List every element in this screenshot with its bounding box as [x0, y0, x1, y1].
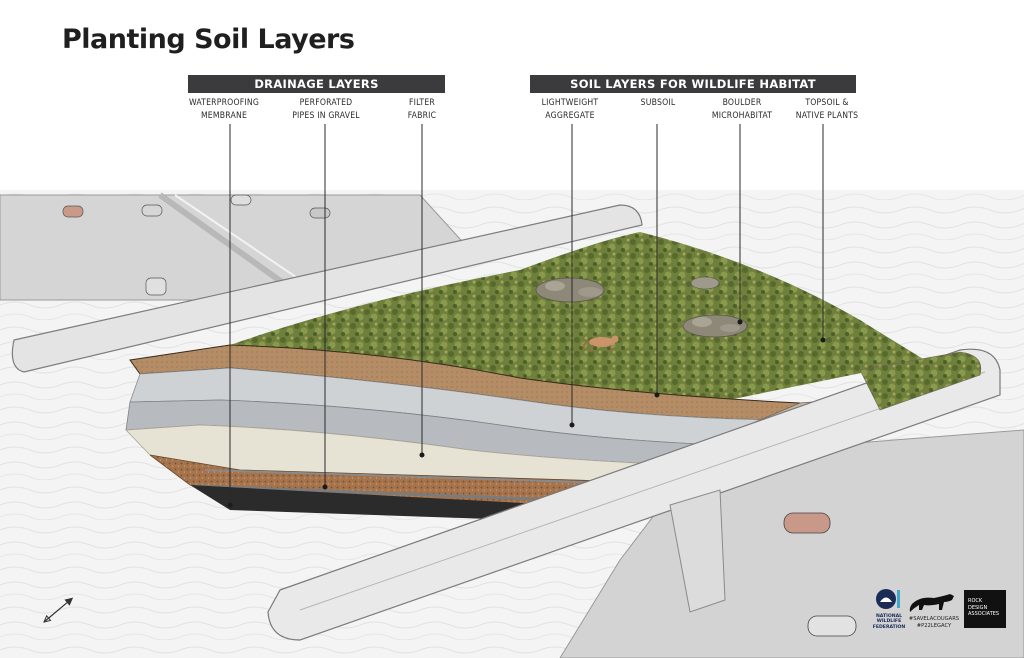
waterproofing-membrane-layer	[190, 485, 560, 520]
back-barrier-wall	[11, 204, 643, 373]
north-arrow-icon	[43, 597, 74, 623]
page-title: Planting Soil Layers	[62, 24, 355, 55]
label-subsoil: SUBSOIL	[640, 98, 676, 108]
right-vegetation-bed	[859, 351, 982, 411]
lower-cars	[783, 512, 857, 637]
upper-cars	[62, 194, 331, 296]
soil-layers-header: SOIL LAYERS FOR WILDLIFE HABITAT	[530, 75, 856, 93]
label-topsoil-native-plants: TOPSOIL & NATIVE PLANTS	[795, 98, 859, 121]
nwf-logo-text: NATIONAL WILDLIFE FEDERATION	[872, 614, 906, 630]
boulder-cluster-1	[535, 277, 605, 303]
label-filter-fabric: FILTER FABRIC	[407, 98, 437, 121]
cougar-figure	[582, 335, 619, 353]
perforated-pipe	[194, 484, 561, 502]
label-waterproofing-membrane: WATERPROOFING MEMBRANE	[188, 98, 260, 121]
hashtag-save-la-cougars: #SAVELACOUGARS	[908, 616, 960, 622]
drainage-layers-header: DRAINAGE LAYERS	[188, 75, 445, 93]
leader-endpoints	[227, 319, 826, 508]
leader-lines	[229, 124, 824, 505]
label-lightweight-aggregate: LIGHTWEIGHT AGGREGATE	[541, 98, 599, 121]
hashtag-p22-legacy: #P22LEGACY	[916, 623, 952, 629]
nwf-logo: NATIONAL WILDLIFE FEDERATION	[872, 588, 906, 630]
rock-design-associates-logo: ROCK DESIGN ASSOCIATES	[964, 590, 1006, 628]
nwf-emblem-icon	[876, 589, 900, 609]
front-barrier-wall	[267, 348, 1001, 641]
save-la-cougars-logo: #SAVELACOUGARS #P22LEGACY	[908, 590, 960, 630]
cougar-silhouette-icon	[909, 594, 954, 612]
label-perforated-pipes: PERFORATED PIPES IN GRAVEL	[292, 98, 360, 121]
label-boulder-microhabitat: BOULDER MICROHABITAT	[711, 98, 773, 121]
support-column	[669, 489, 726, 613]
boulder-cluster-2	[682, 314, 748, 338]
